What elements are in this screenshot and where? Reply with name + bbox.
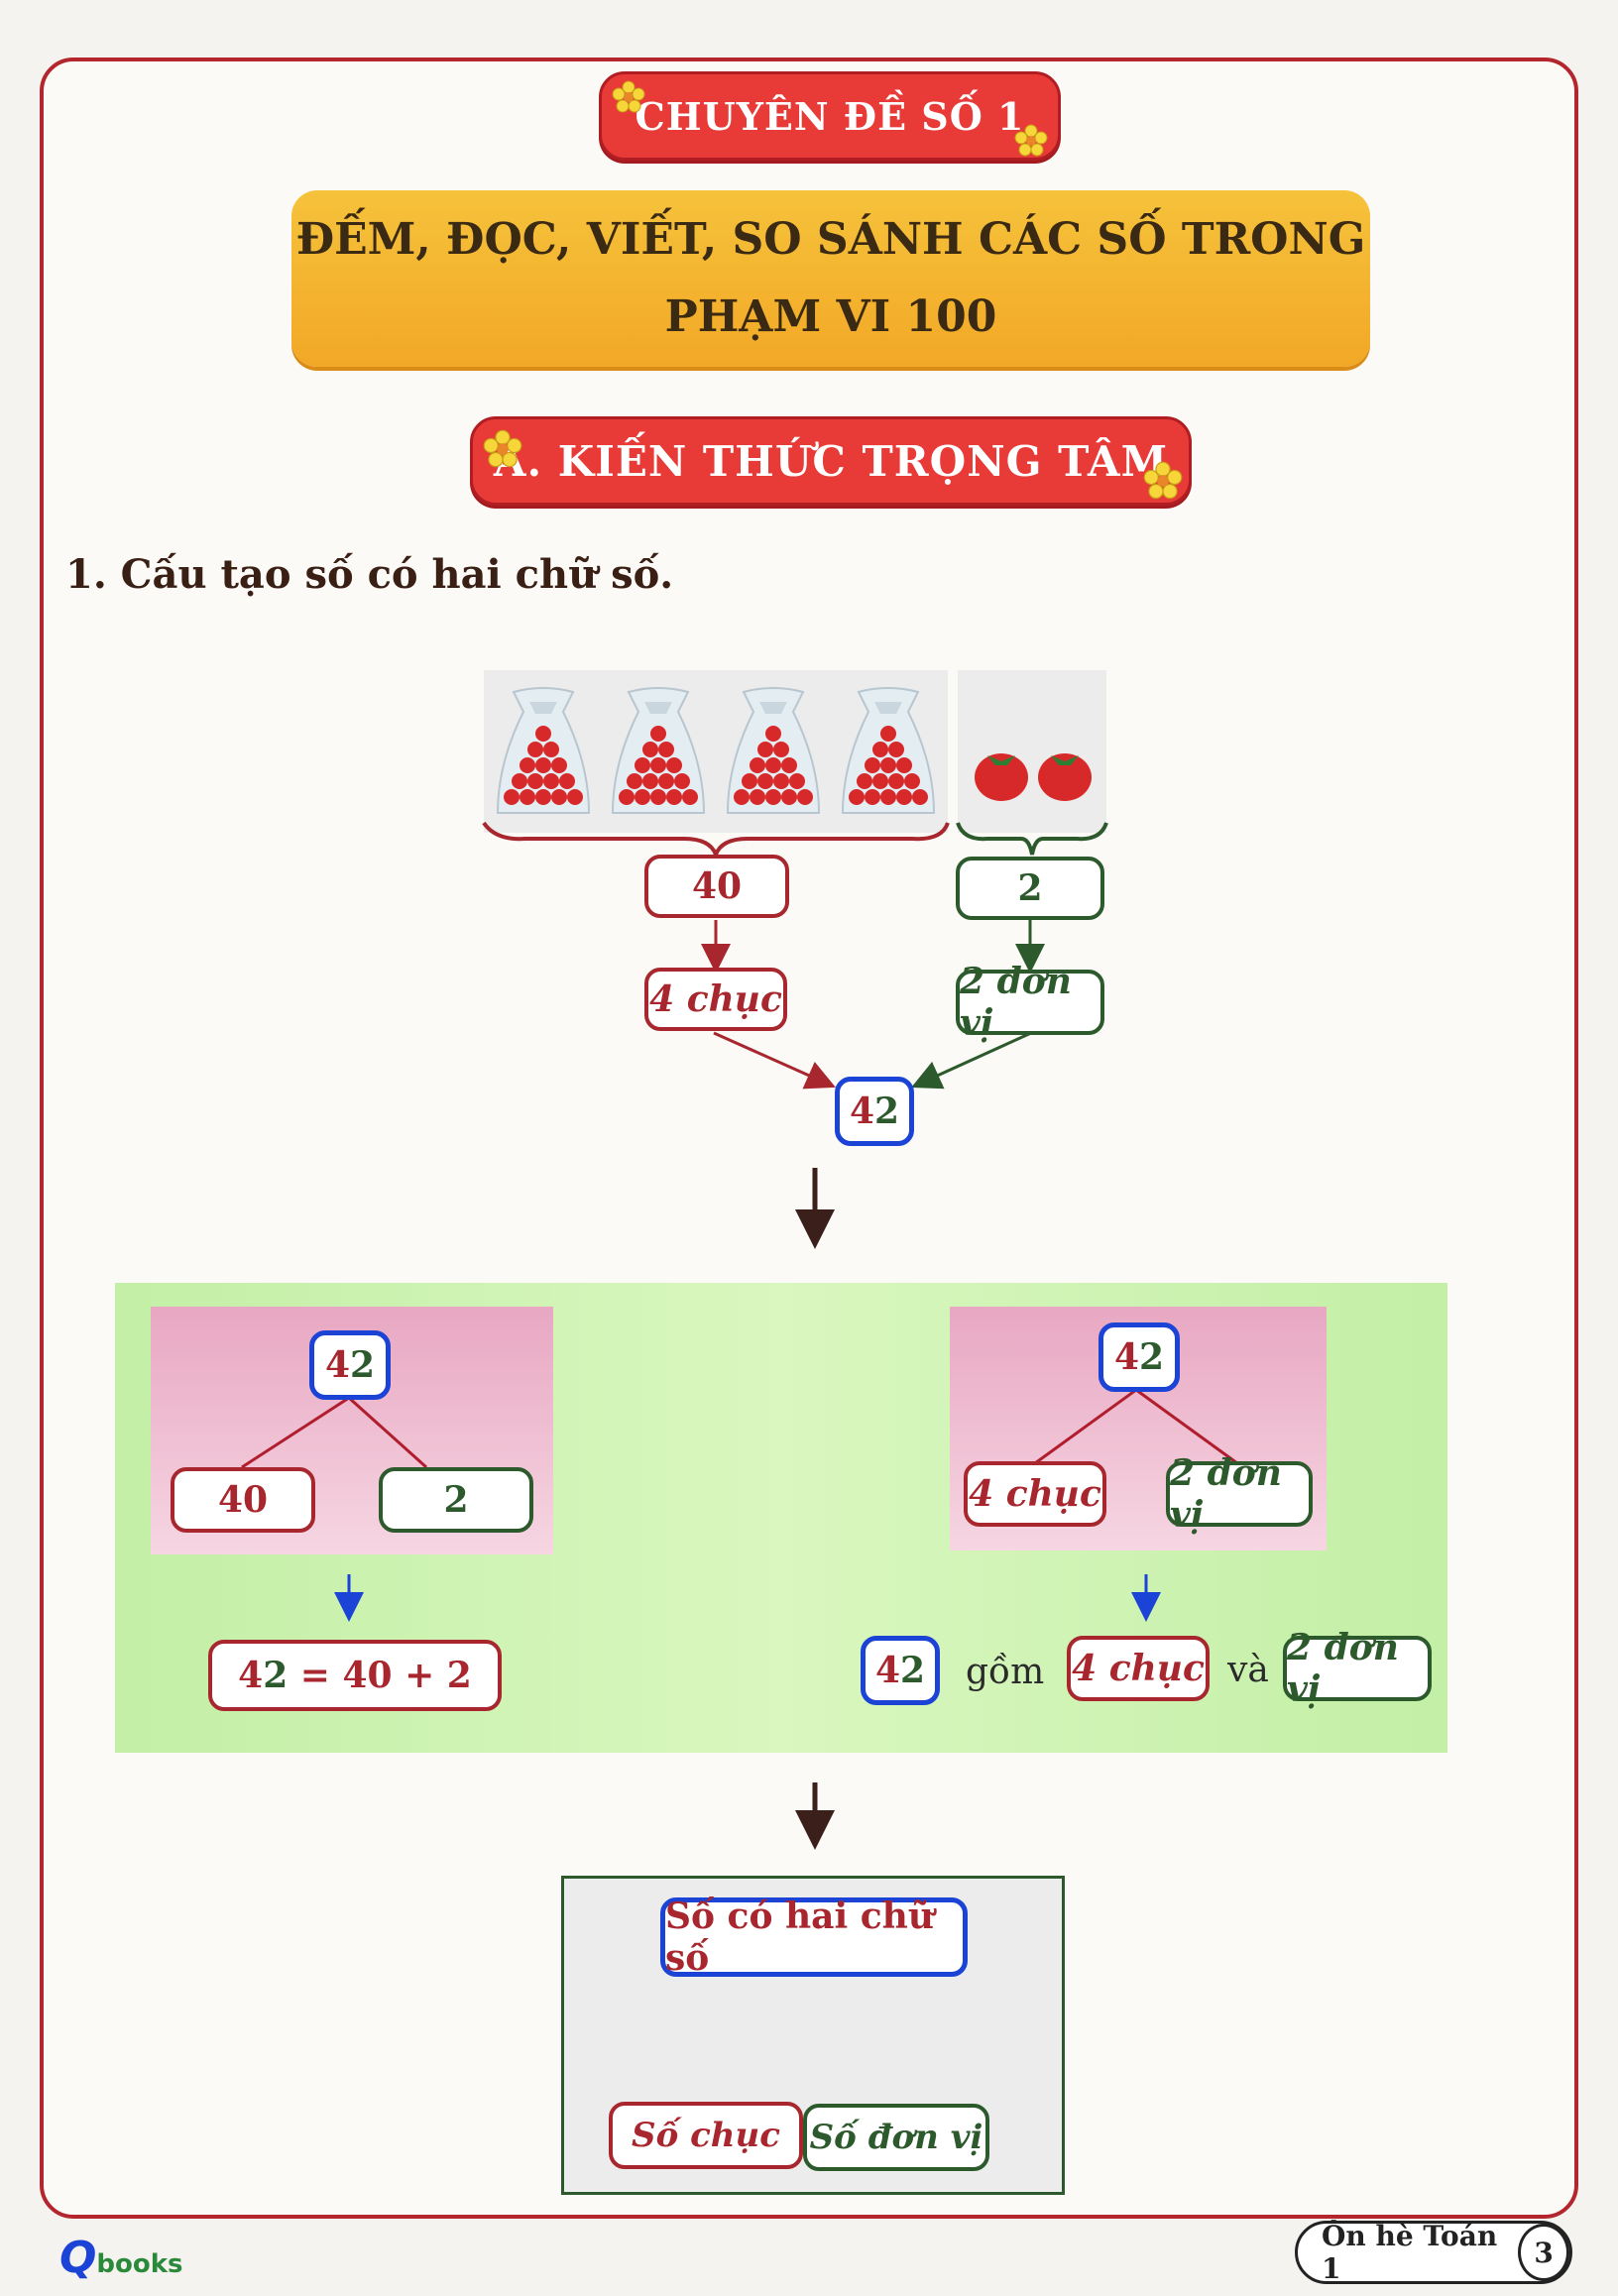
word-gom: gồm: [966, 1651, 1045, 1692]
right-tree-units-word: 2 đơn vị: [1170, 1452, 1282, 1536]
units-word: 2 đơn vị: [960, 961, 1072, 1044]
units-value: 2: [1017, 867, 1043, 909]
section-label: A. KIẾN THỨC TRỌNG TÂM: [493, 436, 1169, 486]
tens-value: 40: [691, 865, 743, 907]
tens-value-box: 40: [644, 855, 789, 918]
title-line-1: ĐẾM, ĐỌC, VIẾT, SO SÁNH CÁC SỐ TRONG: [295, 214, 1366, 265]
flower-icon: [612, 80, 645, 113]
summary-root-box: Số có hai chữ số: [660, 1895, 968, 1979]
logo-rest: books: [96, 2249, 183, 2279]
title-banner: ĐẾM, ĐỌC, VIẾT, SO SÁNH CÁC SỐ TRONG PHẠ…: [291, 190, 1370, 367]
flower-icon: [1014, 124, 1048, 157]
right-root-tens: 4: [1113, 1336, 1139, 1378]
sentence-tens-word: 4 chục: [1072, 1648, 1205, 1689]
footer-book-pill: Ôn hè Toán 1 3: [1295, 2220, 1572, 2285]
eq-units: 2: [263, 1655, 289, 1696]
left-tree-units: 2: [379, 1467, 533, 1533]
tens-word-box: 4 chục: [644, 968, 787, 1031]
left-tree-units-value: 2: [443, 1479, 469, 1521]
sentence-units-box: 2 đơn vị: [1283, 1627, 1432, 1710]
summary-root-text: Số có hai chữ số: [665, 1895, 934, 1979]
left-root-tens: 4: [324, 1344, 350, 1386]
number-units-digit: 2: [874, 1091, 900, 1132]
section-ribbon: A. KIẾN THỨC TRỌNG TÂM: [470, 416, 1192, 506]
tens-word: 4 chục: [649, 978, 782, 1020]
sentence-tens: 4: [874, 1650, 900, 1691]
units-value-box: 2: [956, 857, 1104, 920]
page-number: 3: [1518, 2224, 1569, 2281]
title-line-2: PHẠM VI 100: [664, 291, 997, 342]
summary-units-text: Số đơn vị: [809, 2118, 983, 2157]
summary-units-box: Số đơn vị: [803, 2104, 989, 2171]
left-root-units: 2: [350, 1344, 376, 1386]
two-tomatoes-image: [958, 670, 1106, 833]
word-va: và: [1227, 1649, 1269, 1690]
summary-tens-box: Số chục: [609, 2102, 803, 2169]
sentence-units: 2: [900, 1650, 926, 1691]
flower-icon: [1143, 461, 1183, 500]
eq-tens: 4: [238, 1655, 264, 1696]
units-word-box: 2 đơn vị: [956, 961, 1104, 1044]
topic-ribbon: CHUYÊN ĐỀ SỐ 1: [599, 71, 1061, 161]
right-tree-units: 2 đơn vị: [1166, 1452, 1313, 1536]
sentence-tens-box: 4 chục: [1067, 1636, 1210, 1701]
footer-book-title: Ôn hè Toán 1: [1322, 2220, 1498, 2285]
left-tree-tens-value: 40: [217, 1479, 269, 1521]
eq-rest: = 40 + 2: [288, 1655, 472, 1696]
sentence-units-word: 2 đơn vị: [1287, 1627, 1399, 1710]
left-tree-tens: 40: [171, 1467, 315, 1533]
topic-label: CHUYÊN ĐỀ SỐ 1: [635, 93, 1025, 139]
right-tree-tens-word: 4 chục: [969, 1473, 1101, 1515]
flower-icon: [483, 429, 522, 468]
bags-of-tomatoes-image: [484, 670, 948, 833]
right-tree-tens: 4 chục: [964, 1461, 1106, 1527]
right-root-units: 2: [1139, 1336, 1165, 1378]
logo-letter: Q: [59, 2233, 97, 2283]
tomato-icon: [975, 753, 1092, 801]
section-heading: 1. Cấu tạo số có hai chữ số.: [65, 551, 674, 598]
summary-tens-text: Số chục: [632, 2116, 780, 2155]
number-tens-digit: 4: [849, 1091, 874, 1132]
